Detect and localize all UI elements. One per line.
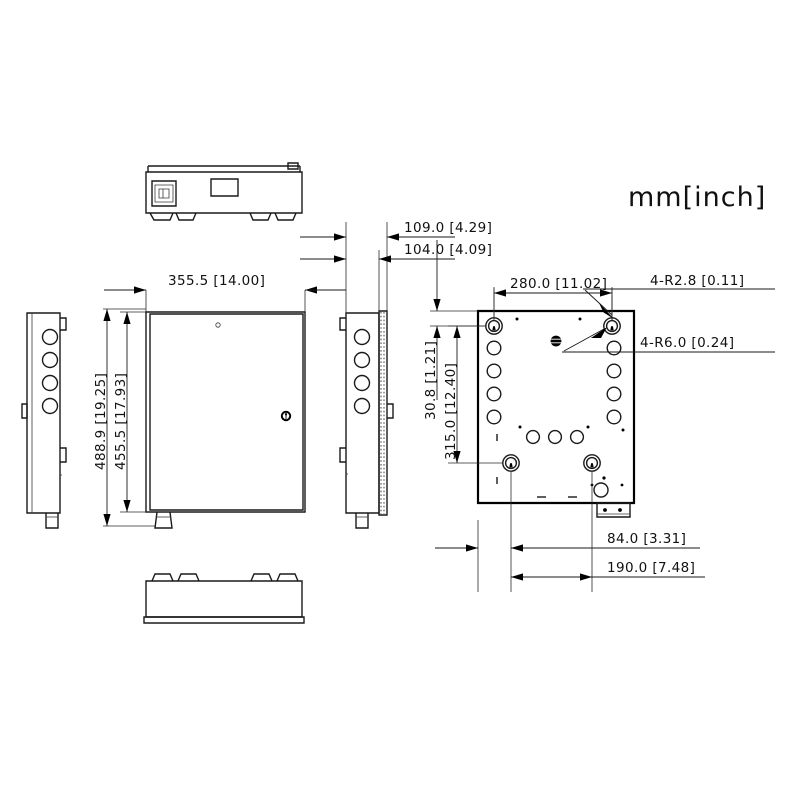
keyhole-mount-top-right [603, 317, 621, 335]
dim-top-offset: 30.8 [1.21] [423, 240, 486, 420]
dim-top-offset-label: 30.8 [1.21] [423, 341, 439, 420]
units-note: mm[inch] [628, 182, 766, 213]
left-side-view [21, 312, 67, 529]
right-side-view [339, 310, 394, 529]
callout-radius-large: 4-R6.0 [0.24] [562, 327, 775, 353]
dim-mount-span-v-label: 315.0 [12.40] [443, 363, 459, 460]
dim-width-front-label: 355.5 [14.00] [168, 273, 265, 289]
keyhole-mount-bottom-left [502, 454, 520, 472]
dim-height-outer: 488.9 [19.25] [93, 308, 155, 527]
dim-height-outer-label: 488.9 [19.25] [93, 373, 109, 470]
dim-height-inner-label: 455.5 [17.93] [113, 373, 129, 470]
dim-rear-width-label: 280.0 [11.02] [510, 276, 607, 292]
callout-radius-small: 4-R2.8 [0.11] [583, 273, 775, 320]
top-view [145, 162, 303, 221]
callout-radius-small-label: 4-R2.8 [0.11] [650, 273, 744, 289]
keyhole-mount-bottom-right [583, 454, 601, 472]
rear-view [476, 309, 636, 518]
dim-width-front: 355.5 [14.00] [104, 273, 345, 312]
rear-view-centerlines [493, 288, 613, 320]
dim-height-inner: 455.5 [17.93] [113, 311, 150, 513]
callout-radius-large-label: 4-R6.0 [0.24] [640, 335, 734, 351]
keyhole-mount-top-left [485, 317, 503, 335]
bottom-view [143, 573, 305, 624]
dim-bottom-offset: 84.0 [3.31] [435, 472, 700, 592]
dim-depth-outer-label: 109.0 [4.29] [404, 220, 492, 236]
dim-depth-outer: 109.0 [4.29] [300, 220, 492, 313]
dim-depth-inner-label: 104.0 [4.09] [404, 242, 492, 258]
dim-bottom-span-label: 190.0 [7.48] [607, 560, 695, 576]
dim-depth-inner: 104.0 [4.09] [300, 242, 492, 313]
dim-bottom-span: 190.0 [7.48] [511, 560, 705, 581]
dim-bottom-offset-label: 84.0 [3.31] [607, 531, 686, 547]
dim-mount-span-v: 315.0 [12.40] [443, 325, 503, 464]
front-view [145, 311, 306, 529]
